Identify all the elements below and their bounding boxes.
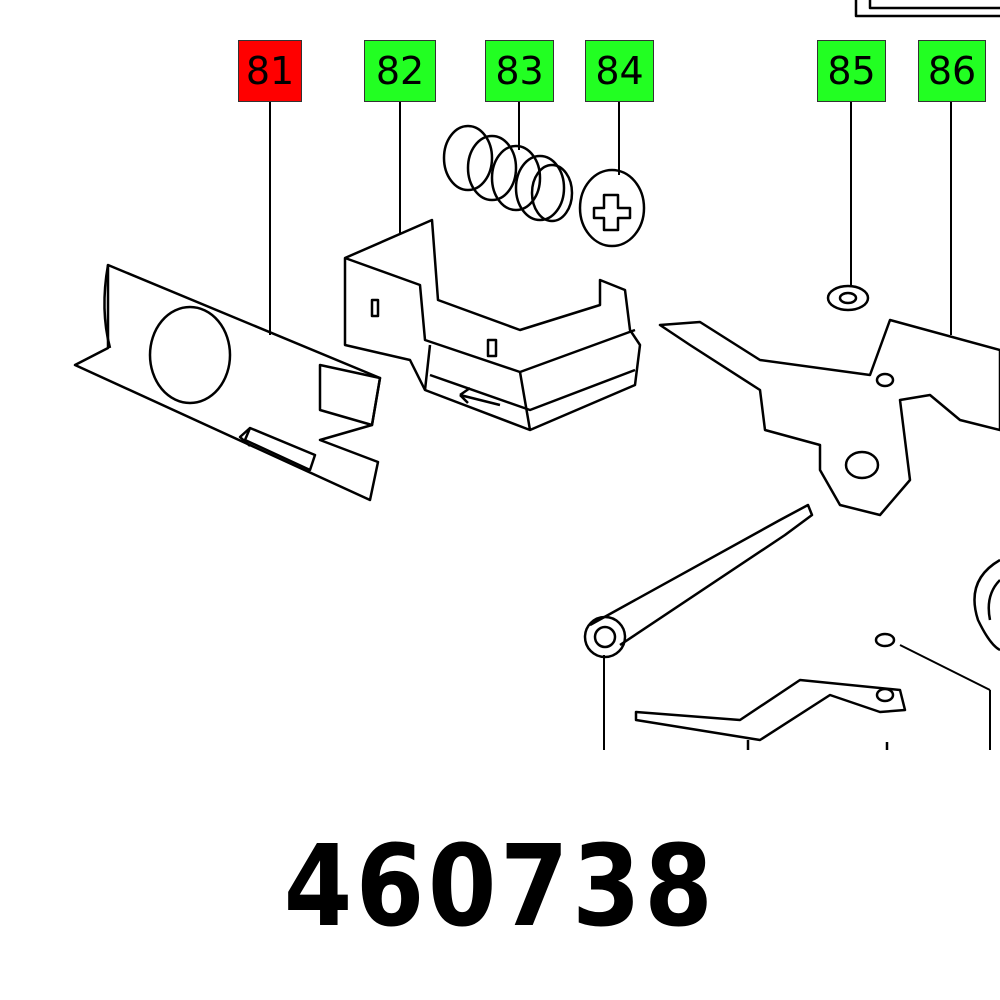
part-83-spring [442,124,574,223]
part-number: 460738 [283,822,717,952]
part-84-screw [578,168,646,248]
wire-spring [634,678,907,750]
callout-83[interactable]: 83 [485,40,554,102]
part-85-rivet [826,284,870,312]
pin [583,503,814,659]
leader-lines [269,102,991,750]
part-86-lever [658,318,1000,517]
callout-82[interactable]: 82 [364,40,436,102]
part-81-slider [73,263,382,502]
callout-81[interactable]: 81 [238,40,302,102]
overview-thumbnail-frame [854,0,1000,18]
callout-86[interactable]: 86 [918,40,986,102]
partial-parts-right [874,558,1000,652]
callout-85[interactable]: 85 [817,40,886,102]
callout-84[interactable]: 84 [585,40,654,102]
part-82-bracket [343,218,642,432]
